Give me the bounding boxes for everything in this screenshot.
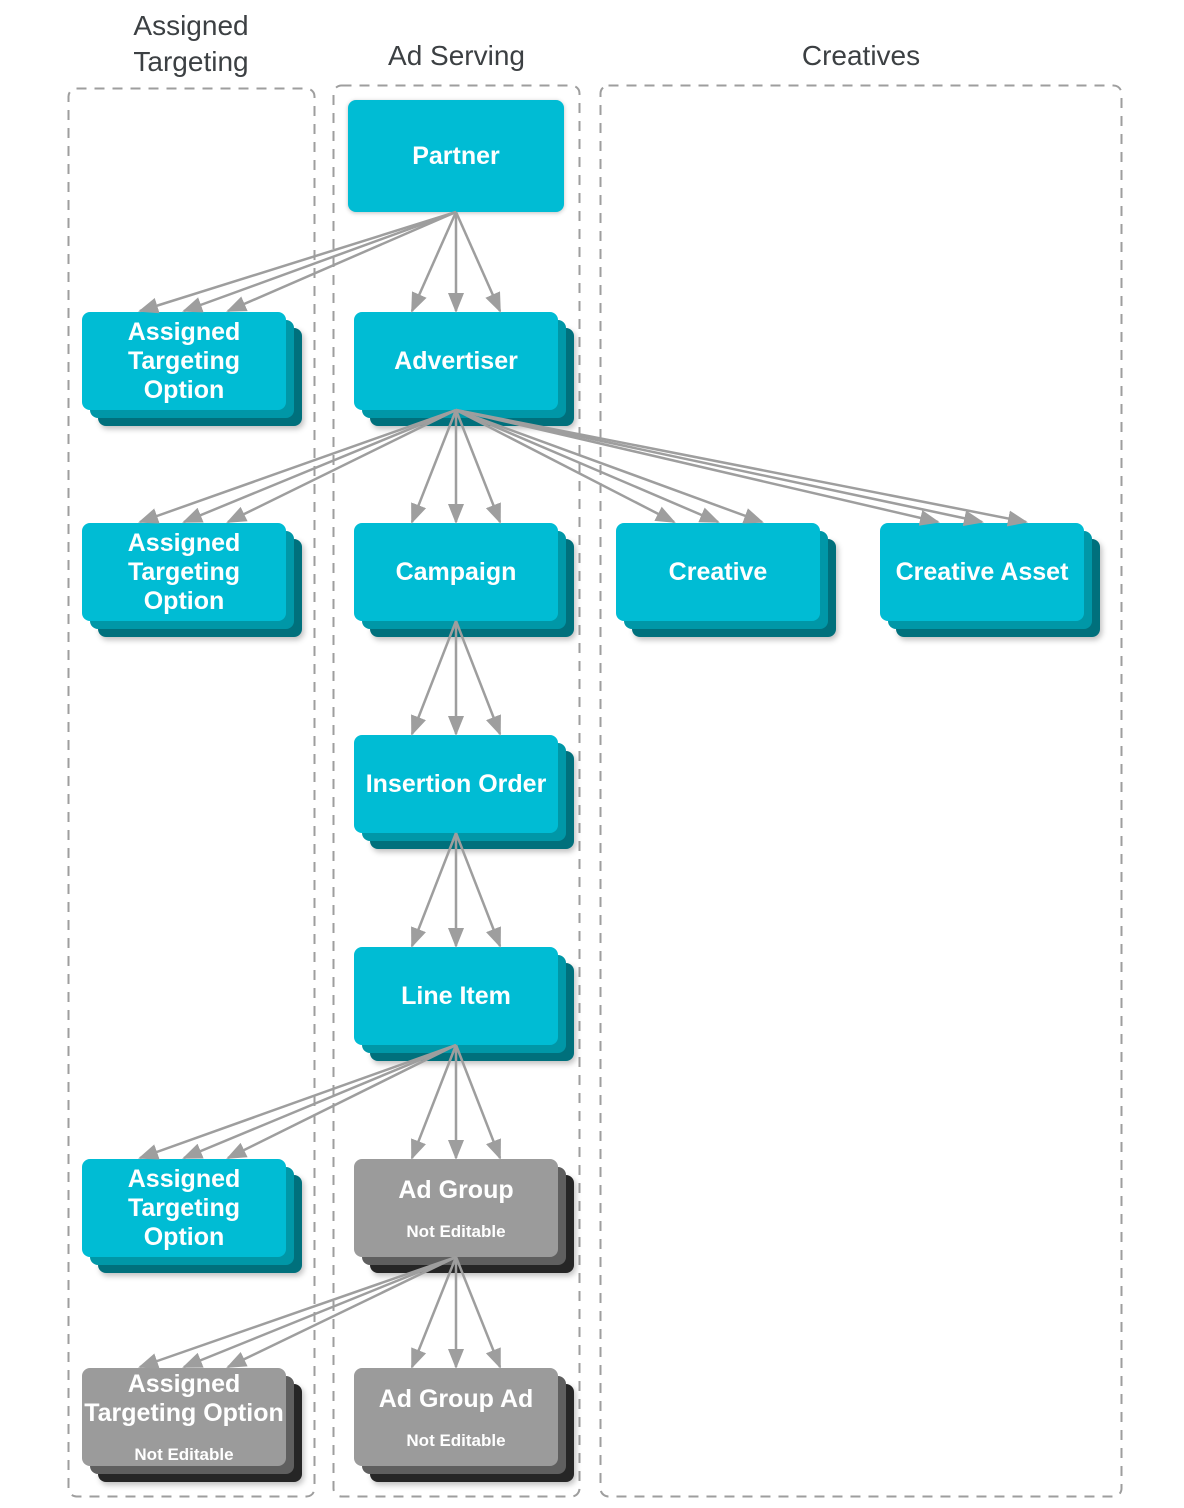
- node-label: Option: [143, 586, 225, 615]
- node-label: Advertiser: [394, 346, 518, 375]
- node-label: Targeting Option: [84, 1399, 284, 1427]
- node-sublabel: Not Editable: [134, 1445, 234, 1464]
- node-sublabel: Not Editable: [406, 1221, 506, 1241]
- node-label: Campaign: [395, 557, 517, 586]
- node-label: Targeting: [127, 1193, 241, 1222]
- column-creatives: [599, 84, 1123, 1498]
- node-label: Option: [143, 1222, 225, 1251]
- node-label: Assigned: [127, 1370, 241, 1398]
- node-advertiser: Advertiser: [354, 312, 574, 426]
- node-label: Insertion Order: [365, 769, 547, 798]
- node-label: Creative Asset: [895, 557, 1069, 586]
- node-label: Targeting: [127, 557, 241, 586]
- node-creative: Creative: [616, 523, 836, 637]
- node-line-item: Line Item: [354, 947, 574, 1061]
- node-label: Ad Group Ad: [378, 1384, 534, 1413]
- node-label: Ad Group: [398, 1175, 514, 1204]
- node-creative-asset: Creative Asset: [880, 523, 1100, 637]
- node-ad-group-ad: Ad Group Ad Not Editable: [354, 1368, 574, 1482]
- node-assigned-targeting-option-4: Assigned Targeting Option Not Editable: [82, 1368, 302, 1482]
- node-assigned-targeting-option-1: Assigned Targeting Option: [82, 312, 302, 426]
- node-sublabel: Not Editable: [406, 1430, 506, 1450]
- node-label: Partner: [412, 141, 500, 170]
- node-label: Option: [143, 375, 225, 404]
- node-assigned-targeting-option-2: Assigned Targeting Option: [82, 523, 302, 637]
- node-ad-group: Ad Group Not Editable: [354, 1159, 574, 1273]
- node-partner: Partner: [348, 100, 564, 212]
- column-ad-serving: [332, 84, 581, 1498]
- node-label: Targeting: [127, 346, 241, 375]
- node-label: Assigned: [127, 1164, 241, 1193]
- header-assigned-targeting: Assigned Targeting: [133, 10, 249, 77]
- node-assigned-targeting-option-3: Assigned Targeting Option: [82, 1159, 302, 1273]
- node-campaign: Campaign: [354, 523, 574, 637]
- column-assigned-targeting: [67, 87, 316, 1498]
- header-ad-serving: Ad Serving: [388, 40, 525, 71]
- node-label: Assigned: [127, 317, 241, 346]
- header-creatives: Creatives: [801, 40, 921, 71]
- node-label: Assigned: [127, 528, 241, 557]
- node-label: Line Item: [401, 981, 511, 1010]
- node-insertion-order: Insertion Order: [354, 735, 574, 849]
- node-label: Creative: [668, 557, 768, 586]
